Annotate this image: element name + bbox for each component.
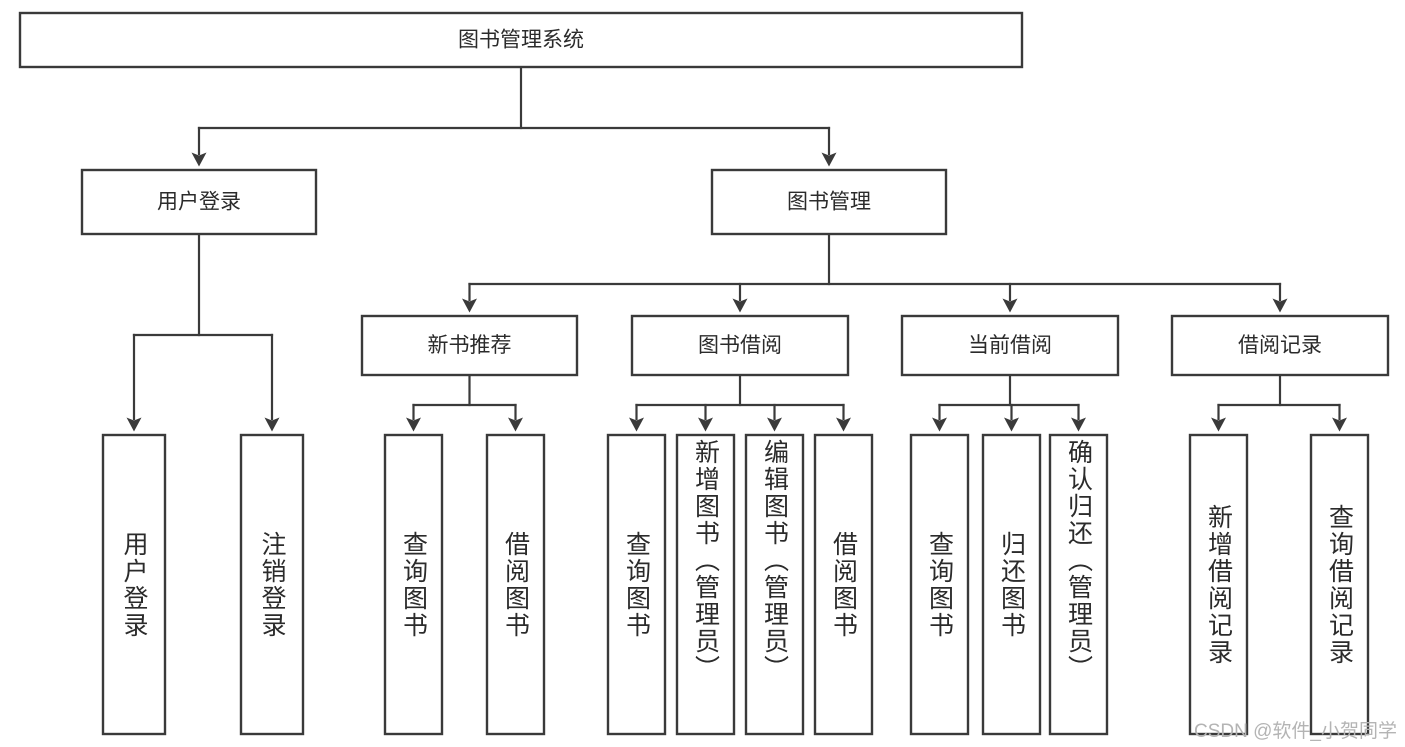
level3-node-2-rect bbox=[900, 314, 1120, 377]
level3-node-2-label: 当前借阅 bbox=[968, 334, 1052, 357]
leaf-rect-0 bbox=[101, 433, 167, 736]
node-level3-0[interactable]: 新书推荐 bbox=[360, 314, 579, 377]
node-root-system[interactable]: 图书管理系统 bbox=[18, 11, 1024, 69]
node-leaf-7[interactable] bbox=[813, 433, 874, 736]
leaf-rect-1 bbox=[239, 433, 305, 736]
level3-node-3-label: 借阅记录 bbox=[1238, 334, 1322, 357]
level3-node-0-rect bbox=[360, 314, 579, 377]
leaf-rect-4 bbox=[606, 433, 667, 736]
node-level3-2[interactable]: 当前借阅 bbox=[900, 314, 1120, 377]
level3-node-1-rect bbox=[630, 314, 850, 377]
node-leaf-1[interactable] bbox=[239, 433, 305, 736]
level2-node-0-label: 用户登录 bbox=[157, 191, 241, 214]
level2-node-1-label: 图书管理 bbox=[787, 191, 871, 214]
node-leaf-10[interactable] bbox=[1048, 433, 1109, 736]
level2-node-1-rect bbox=[710, 168, 948, 236]
node-level3-1[interactable]: 图书借阅 bbox=[630, 314, 850, 377]
node-leaf-6[interactable] bbox=[744, 433, 805, 736]
level3-node-3-rect bbox=[1170, 314, 1390, 377]
connector-layer bbox=[126, 65, 1347, 432]
node-leaf-0[interactable] bbox=[101, 433, 167, 736]
leaf-rect-3 bbox=[485, 433, 546, 736]
node-leaf-4[interactable] bbox=[606, 433, 667, 736]
node-level2-0[interactable]: 用户登录 bbox=[80, 168, 318, 236]
leaf-rect-12 bbox=[1309, 433, 1370, 736]
leaf-rect-6 bbox=[744, 433, 805, 736]
node-leaf-11[interactable] bbox=[1188, 433, 1249, 736]
node-leaf-5[interactable] bbox=[675, 433, 736, 736]
node-leaf-12[interactable] bbox=[1309, 433, 1370, 736]
level2-node-0-rect bbox=[80, 168, 318, 236]
watermark-text: CSDN @软件_小贺同学 bbox=[1194, 721, 1397, 742]
node-leaf-9[interactable] bbox=[981, 433, 1042, 736]
node-leaf-2[interactable] bbox=[383, 433, 444, 736]
leaf-rect-9 bbox=[981, 433, 1042, 736]
node-leaf-8[interactable] bbox=[909, 433, 970, 736]
node-level2-1[interactable]: 图书管理 bbox=[710, 168, 948, 236]
level3-node-1-label: 图书借阅 bbox=[698, 334, 782, 357]
leaf-rect-7 bbox=[813, 433, 874, 736]
leaf-rect-2 bbox=[383, 433, 444, 736]
leaf-rect-5 bbox=[675, 433, 736, 736]
node-leaf-3[interactable] bbox=[485, 433, 546, 736]
leaf-rect-8 bbox=[909, 433, 970, 736]
level3-node-0-label: 新书推荐 bbox=[428, 334, 512, 357]
root-node-rect bbox=[18, 11, 1024, 69]
root-node-label: 图书管理系统 bbox=[458, 29, 584, 52]
node-level3-3[interactable]: 借阅记录 bbox=[1170, 314, 1390, 377]
leaf-rect-10 bbox=[1048, 433, 1109, 736]
leaf-rect-11 bbox=[1188, 433, 1249, 736]
